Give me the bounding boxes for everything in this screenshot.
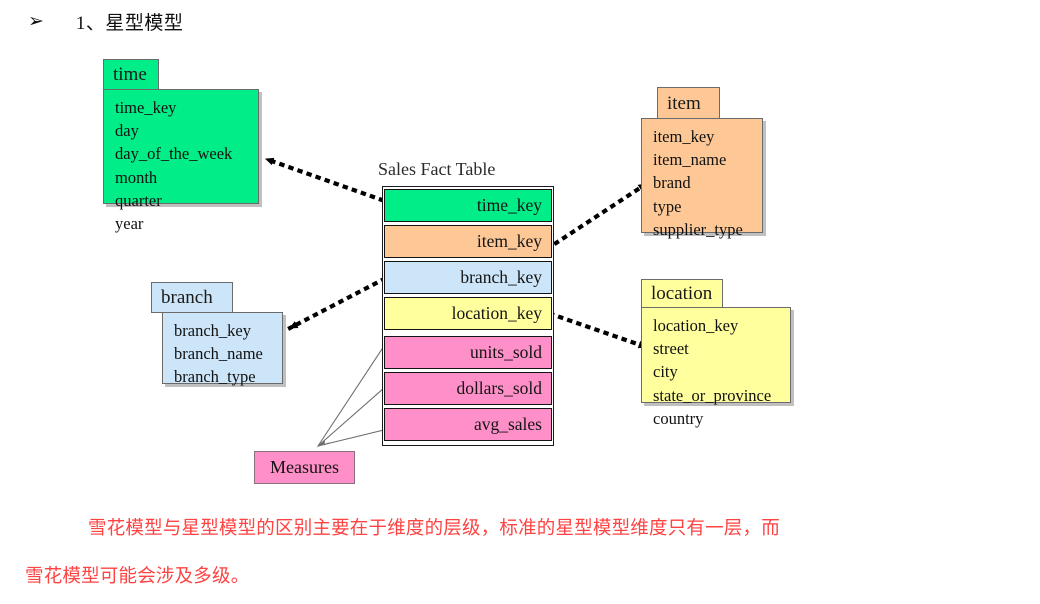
connector-units-sold bbox=[317, 345, 385, 447]
entity-item-fields: item_key item_name brand type supplier_t… bbox=[641, 118, 763, 239]
fact-row-dollars-sold[interactable]: dollars_sold bbox=[384, 372, 552, 405]
fact-table-title: Sales Fact Table bbox=[378, 159, 496, 179]
connector-branch bbox=[287, 276, 387, 331]
note-line-1: 雪花模型与星型模型的区别主要在于维度的层级，标准的星型模型维度只有一层，而 bbox=[88, 519, 780, 539]
fact-row-units-sold[interactable]: units_sold bbox=[384, 336, 552, 369]
note-line-2: 雪花模型可能会涉及多级。 bbox=[25, 567, 250, 587]
field-branch-name: branch_name bbox=[174, 344, 263, 364]
entity-location-title: location bbox=[641, 279, 723, 308]
field-time-key: time_key bbox=[115, 98, 177, 117]
field-branch-type: branch_type bbox=[174, 367, 256, 387]
entity-location-fields: location_key street city state_or_provin… bbox=[641, 307, 791, 428]
fact-row-avg-sales[interactable]: avg_sales bbox=[384, 408, 552, 441]
heading-text: 1、星型模型 bbox=[75, 12, 184, 34]
entity-item-title: item bbox=[657, 87, 720, 119]
field-city: city bbox=[653, 362, 678, 382]
field-day-of-the-week: day_of_the_week bbox=[115, 144, 233, 164]
measures-arrowhead-icon bbox=[316, 440, 330, 448]
page-heading: ➢ 1、星型模型 bbox=[0, 0, 1040, 42]
fact-table-rows: time_key item_key branch_key location_ke… bbox=[384, 189, 552, 441]
fact-row-location-key[interactable]: location_key bbox=[384, 297, 552, 330]
connector-location bbox=[548, 311, 649, 350]
field-state-or-province: state_or_province bbox=[653, 385, 772, 405]
entity-branch-title: branch bbox=[151, 282, 233, 313]
entity-time-fields: time_key day day_of_the_week month quart… bbox=[103, 89, 259, 233]
field-branch-key: branch_key bbox=[174, 321, 251, 340]
field-quarter: quarter bbox=[115, 190, 162, 210]
field-item-name: item_name bbox=[653, 150, 727, 170]
connector-time bbox=[263, 156, 385, 203]
connector-avg-sales bbox=[317, 429, 385, 447]
field-country: country bbox=[653, 408, 704, 428]
field-item-key: item_key bbox=[653, 127, 715, 146]
measures-box[interactable]: Measures bbox=[254, 451, 355, 484]
fact-row-branch-key[interactable]: branch_key bbox=[384, 261, 552, 294]
star-schema-diagram: time time_key day day_of_the_week month … bbox=[0, 42, 1040, 502]
field-location-key: location_key bbox=[653, 316, 739, 335]
field-month: month bbox=[115, 167, 158, 187]
field-street: street bbox=[653, 339, 689, 359]
field-type: type bbox=[653, 196, 682, 216]
fact-row-time-key[interactable]: time_key bbox=[384, 189, 552, 222]
connector-dollars-sold bbox=[317, 387, 385, 447]
field-brand: brand bbox=[653, 173, 691, 193]
entity-time-title: time bbox=[103, 59, 159, 90]
field-day: day bbox=[115, 121, 139, 141]
fact-row-item-key[interactable]: item_key bbox=[384, 225, 552, 258]
field-year: year bbox=[115, 214, 144, 234]
arrow-bullet-icon: ➢ bbox=[28, 9, 44, 32]
connector-item bbox=[553, 181, 649, 246]
entity-branch-fields: branch_key branch_name branch_type bbox=[162, 312, 283, 386]
field-supplier-type: supplier_type bbox=[653, 219, 743, 239]
